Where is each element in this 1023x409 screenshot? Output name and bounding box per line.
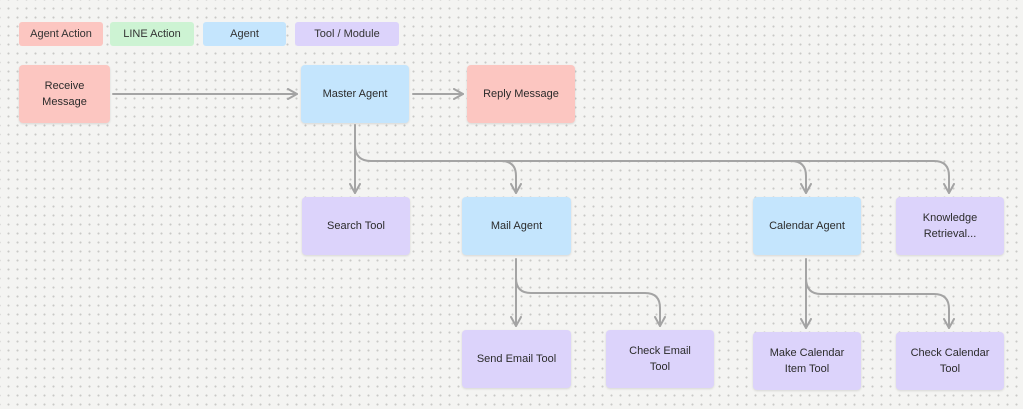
node-search-tool[interactable]: Search Tool — [302, 197, 410, 255]
node-knowledge-retrieval[interactable]: Knowledge Retrieval... — [896, 197, 1004, 255]
node-calendar-agent[interactable]: Calendar Agent — [753, 197, 861, 255]
node-send-email-tool[interactable]: Send Email Tool — [462, 330, 571, 388]
node-check-calendar-tool-label: Check Calendar Tool — [910, 347, 990, 375]
node-master-agent[interactable]: Master Agent — [301, 65, 409, 123]
connector-calendar-to-check-calendar — [805, 277, 955, 329]
node-check-email-tool[interactable]: Check Email Tool — [606, 330, 714, 388]
node-make-calendar-item-tool-label: Make Calendar Item Tool — [769, 347, 845, 375]
node-calendar-agent-label: Calendar Agent — [769, 220, 845, 232]
legend-tool-module: Tool / Module — [295, 22, 399, 46]
connector-master-to-calendar — [370, 160, 812, 194]
node-reply-message-label: Reply Message — [483, 88, 559, 100]
connector-master-to-knowledge — [790, 160, 955, 194]
node-mail-agent-label: Mail Agent — [490, 220, 543, 232]
node-search-tool-label: Search Tool — [327, 220, 385, 232]
legend-agent-action: Agent Action — [19, 22, 103, 46]
node-send-email-tool-label: Send Email Tool — [476, 353, 557, 365]
legend-line-action: LINE Action — [110, 22, 194, 46]
node-receive-message-label: Receive Message — [42, 80, 87, 108]
connector-mail-to-check-email — [515, 277, 666, 327]
node-check-email-tool-label: Check Email Tool — [629, 345, 691, 373]
node-master-agent-label: Master Agent — [322, 88, 388, 100]
node-mail-agent[interactable]: Mail Agent — [462, 197, 571, 255]
connector-master-to-mail — [354, 144, 522, 194]
node-receive-message[interactable]: Receive Message — [19, 65, 110, 123]
node-check-calendar-tool[interactable]: Check Calendar Tool — [896, 332, 1004, 390]
node-make-calendar-item-tool[interactable]: Make Calendar Item Tool — [753, 332, 861, 390]
node-knowledge-retrieval-label: Knowledge Retrieval... — [922, 212, 978, 240]
node-reply-message[interactable]: Reply Message — [467, 65, 575, 123]
legend-agent: Agent — [203, 22, 286, 46]
